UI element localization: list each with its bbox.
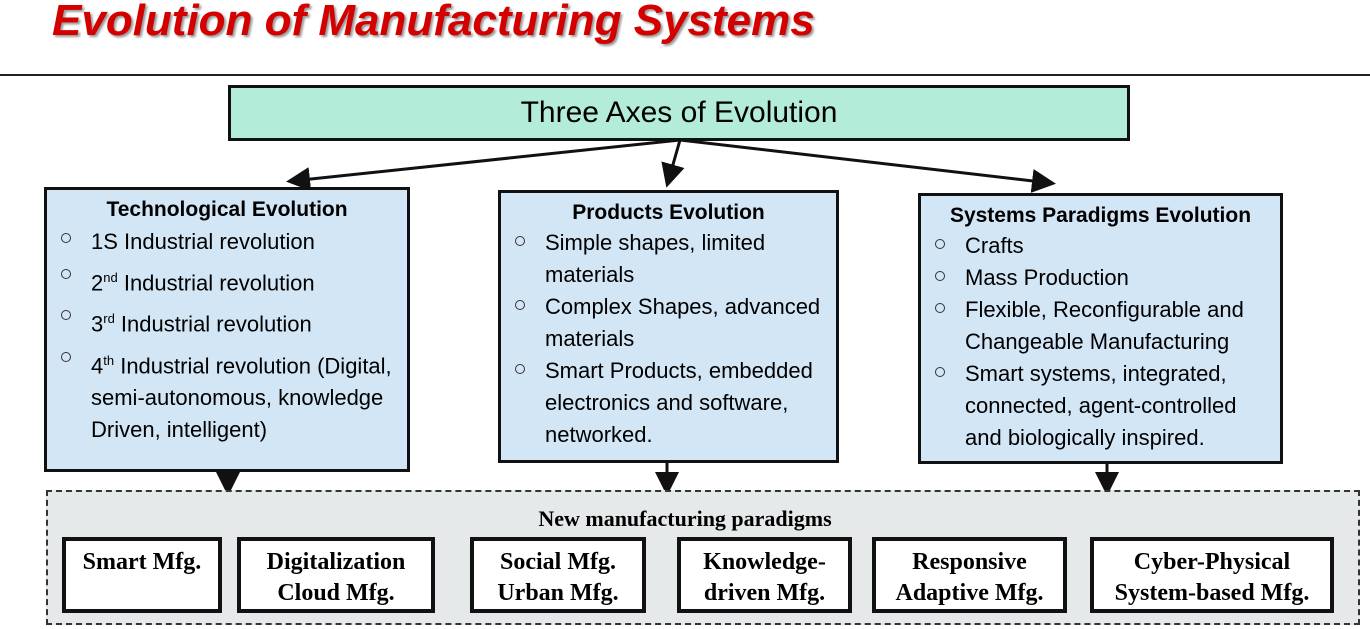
paradigm-line: Smart Mfg. (82, 549, 202, 575)
arrow-to-technological (286, 138, 681, 192)
item-text: Industrial revolution (114, 311, 312, 337)
ordinal-suffix: rd (103, 311, 115, 327)
paradigm-line: Knowledge- (703, 549, 826, 575)
paradigm-line: Adaptive Mfg. (895, 580, 1044, 606)
item-text: Industrial revolution (117, 270, 315, 296)
products-heading: Products Evolution (572, 201, 765, 224)
list-item: Flexible, Reconfigurable and Changeable … (931, 294, 1270, 358)
page-title: Evolution of Manufacturing Systems (52, 0, 815, 45)
item-text: Mass Production (965, 265, 1129, 290)
item-text: 1S (91, 229, 118, 254)
paradigm-line: Social Mfg. (500, 549, 616, 575)
list-item: 1S Industrial revolution (57, 224, 397, 260)
list-item: 4th Industrial revolution (Digital, semi… (57, 343, 397, 446)
item-text: Smart Products, embedded electronics and… (545, 358, 813, 447)
item-text: Industrial revolution (Digital, semi-aut… (91, 352, 392, 442)
item-text: Flexible, Reconfigurable and Changeable … (965, 297, 1244, 354)
list-item: Simple shapes, limited materials (511, 227, 826, 291)
paradigm-line: driven Mfg. (703, 580, 826, 606)
item-text: Smart systems, integrated, connected, ag… (965, 361, 1237, 450)
bullet-icon (515, 300, 525, 310)
three-axes-box: Three Axes of Evolution (228, 85, 1130, 141)
divider (0, 74, 1370, 76)
ordinal-suffix: nd (103, 270, 118, 285)
item-text: Simple shapes, limited materials (545, 230, 766, 287)
list-item: Crafts (931, 230, 1270, 262)
paradigm-line: System-based Mfg. (1114, 580, 1310, 606)
ordinal-suffix: th (103, 352, 115, 368)
bullet-icon (935, 271, 945, 281)
list-item: Smart systems, integrated, connected, ag… (931, 358, 1270, 454)
products-evolution-box: Products Evolution Simple shapes, limite… (498, 190, 839, 463)
systems-heading: Systems Paradigms Evolution (949, 204, 1252, 227)
list-item: 3rd Industrial revolution (57, 301, 397, 342)
list-item: Smart Products, embedded electronics and… (511, 355, 826, 451)
item-text: Crafts (965, 233, 1024, 258)
list-item: 2nd Industrial revolution (57, 260, 397, 301)
bullet-icon (515, 236, 525, 246)
arrow-to-products (661, 139, 685, 188)
bullet-icon (61, 233, 71, 243)
bullet-icon (61, 269, 71, 279)
paradigm-smart-mfg: Smart Mfg. (62, 537, 222, 613)
new-paradigms-label: New manufacturing paradigms (538, 506, 832, 531)
item-text: Complex Shapes, advanced materials (545, 294, 821, 351)
technological-evolution-box: Technological Evolution 1S Industrial re… (44, 187, 410, 472)
paradigm-social-urban: Social Mfg. Urban Mfg. (470, 537, 646, 613)
bullet-icon (61, 310, 71, 321)
item-text: Industrial revolution (117, 229, 315, 254)
list-item: Complex Shapes, advanced materials (511, 291, 826, 355)
item-text: 2 (91, 270, 104, 296)
item-text: 3 (91, 311, 104, 337)
paradigm-line: Digitalization (266, 549, 406, 575)
list-item: Mass Production (931, 262, 1270, 294)
paradigm-line: Urban Mfg. (497, 580, 619, 606)
paradigm-line: Cloud Mfg. (277, 580, 395, 606)
paradigm-knowledge-driven: Knowledge-driven Mfg. (677, 537, 852, 613)
bullet-icon (935, 367, 945, 377)
systems-paradigms-evolution-box: Systems Paradigms Evolution Crafts Mass … (918, 193, 1283, 464)
bullet-icon (935, 239, 945, 249)
technological-heading: Technological Evolution (106, 198, 348, 221)
paradigm-line: Cyber-Physical (1133, 549, 1291, 575)
bullet-icon (935, 303, 945, 313)
bullet-icon (515, 364, 525, 374)
bullet-icon (61, 351, 71, 362)
paradigm-line: Responsive (912, 549, 1027, 575)
arrow-to-systems (679, 138, 1056, 193)
item-text: 4 (91, 352, 104, 378)
